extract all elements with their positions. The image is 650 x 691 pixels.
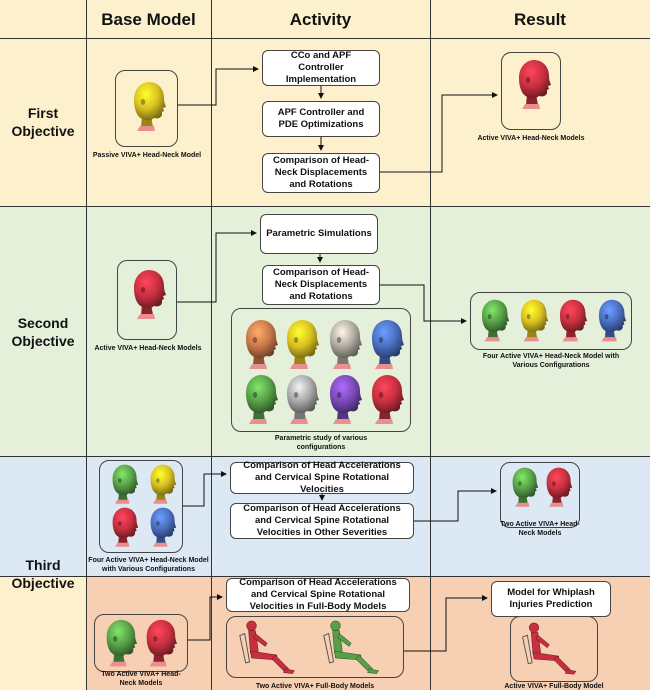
- box-comparison-accelerations-severities: Comparison of Head Accelerations and Cer…: [230, 503, 414, 539]
- grid-line: [86, 0, 87, 690]
- image-frame-four-result-2: [470, 292, 632, 350]
- header-activity: Activity: [289, 10, 352, 29]
- head-neck-model-icon: [287, 320, 319, 369]
- head-neck-model-icon: [246, 320, 278, 369]
- head-neck-model-icon: [546, 467, 573, 507]
- grid-line: [0, 206, 650, 207]
- objective-third: Third Objective: [0, 556, 86, 592]
- head-neck-model-icon: [112, 464, 139, 504]
- box-whiplash-model: Model for Whiplash Injuries Prediction: [491, 581, 611, 617]
- head-neck-model-icon: [481, 299, 510, 342]
- box-comparison-accelerations: Comparison of Head Accelerations and Cer…: [230, 460, 414, 495]
- head-neck-model-icon: [330, 375, 362, 424]
- objective-third-line1: Third: [25, 557, 61, 573]
- objective-third-line2: Objective: [11, 575, 75, 591]
- full-body-model-icon: [522, 622, 577, 675]
- caption-parametric-study: Parametric study of various configuratio…: [274, 435, 368, 451]
- head-neck-model-icon: [372, 320, 404, 369]
- grid-line: [211, 0, 212, 690]
- caption-two-base-4: Two Active VIVA+ Head-Neck Models: [101, 671, 181, 687]
- full-body-model-icon: [323, 620, 379, 674]
- grid-line: [430, 0, 431, 690]
- grid-line: [0, 576, 650, 577]
- box-comparison-displacements-1: Comparison of Head-Neck Displacements an…: [262, 153, 380, 193]
- head-neck-model-icon: [287, 375, 319, 424]
- caption-passive: Passive VIVA+ Head-Neck Model: [92, 152, 202, 159]
- box-cco-apf: CCo and APF Controller Implementation: [262, 50, 380, 86]
- box-comparison-displacements-2: Comparison of Head-Neck Displacements an…: [262, 265, 380, 305]
- head-neck-model-icon: [134, 270, 166, 319]
- head-neck-model-icon: [520, 299, 549, 342]
- box-apf-pde: APF Controller and PDE Optimizations: [262, 101, 380, 137]
- grid-line: [0, 38, 650, 39]
- head-neck-model-icon: [146, 619, 178, 667]
- head-neck-model-icon: [106, 619, 138, 667]
- grid-line: [0, 456, 650, 457]
- full-body-model-icon: [239, 620, 295, 674]
- objective-second-line2: Objective: [11, 333, 75, 349]
- head-neck-model-icon: [598, 299, 627, 342]
- image-frame-parametric-study: [231, 308, 411, 432]
- caption-active-fullbody: Active VIVA+ Full-Body Model: [504, 683, 604, 690]
- image-frame-active-base-2: [117, 260, 177, 340]
- image-frame-four-base-3: [99, 460, 183, 553]
- objective-first-line2: Objective: [11, 123, 75, 139]
- head-neck-model-icon: [134, 82, 166, 131]
- head-neck-model-icon: [112, 507, 139, 547]
- box-parametric-simulations: Parametric Simulations: [260, 214, 378, 254]
- header-result: Result: [514, 10, 566, 29]
- image-frame-active-result-1: [501, 52, 561, 130]
- image-frame-passive: [115, 70, 178, 147]
- head-neck-model-icon: [150, 464, 177, 504]
- image-frame-two-base-4: [94, 614, 188, 672]
- image-frame-active-fullbody: [510, 616, 598, 682]
- image-frame-two-fullbody: [226, 616, 404, 678]
- band-third-label-bg: [0, 576, 86, 690]
- caption-two-fullbody: Two Active VIVA+ Full-Body Models: [255, 683, 375, 690]
- objective-first: First Objective: [0, 104, 86, 140]
- header-base-model: Base Model: [101, 10, 196, 29]
- head-neck-model-icon: [559, 299, 588, 342]
- head-neck-model-icon: [372, 375, 404, 424]
- box-comparison-accelerations-fullbody: Comparison of Head Accelerations and Cer…: [226, 577, 410, 612]
- objective-second-line1: Second: [17, 315, 69, 331]
- caption-four-base-3: Four Active VIVA+ Head-Neck Model with V…: [88, 557, 209, 573]
- head-neck-model-icon: [150, 507, 177, 547]
- head-neck-model-icon: [519, 60, 551, 109]
- head-neck-model-icon: [246, 375, 278, 424]
- objective-first-line1: First: [27, 105, 59, 121]
- head-neck-model-icon: [512, 467, 539, 507]
- caption-active-base-2: Active VIVA+ Head-Neck Models: [94, 345, 202, 352]
- image-frame-two-result-3: [500, 462, 580, 528]
- caption-four-result-2: Four Active VIVA+ Head-Neck Model with V…: [482, 353, 620, 369]
- caption-two-result-3: Two Active VIVA+ Head-Neck Models: [500, 521, 580, 537]
- head-neck-model-icon: [330, 320, 362, 369]
- caption-active-result-1: Active VIVA+ Head-Neck Models: [477, 135, 585, 142]
- objective-second: Second Objective: [0, 314, 86, 350]
- band-header: [0, 0, 650, 38]
